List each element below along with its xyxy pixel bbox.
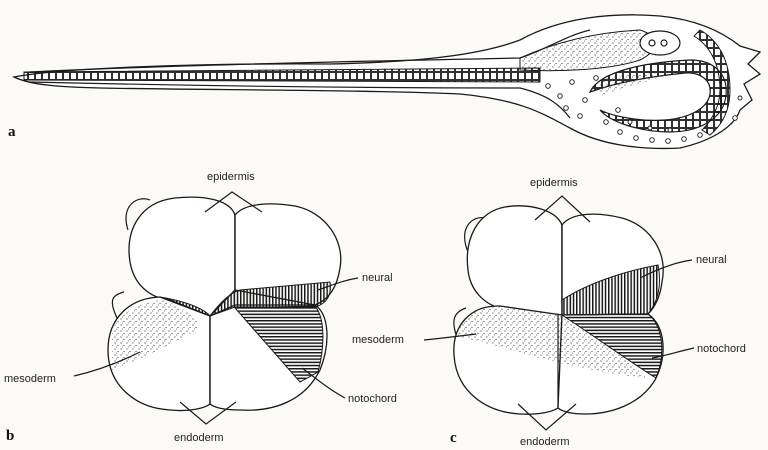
label-b-mesoderm: mesoderm <box>4 373 56 385</box>
embryo-b-cell-upper-left <box>129 197 235 316</box>
embryo-c <box>424 196 694 430</box>
label-c-mesoderm: mesoderm <box>352 334 404 346</box>
label-c-endoderm: endoderm <box>520 436 570 448</box>
label-c-notochord: notochord <box>697 343 746 355</box>
label-b-epidermis: epidermis <box>207 171 255 183</box>
panel-b-letter: b <box>6 428 14 444</box>
label-b-notochord: notochord <box>348 393 397 405</box>
label-b-endoderm: endoderm <box>174 432 224 444</box>
panel-a-letter: a <box>8 124 16 140</box>
label-c-neural: neural <box>696 254 727 266</box>
label-b-neural: neural <box>362 272 393 284</box>
label-c-epidermis: epidermis <box>530 177 578 189</box>
larva-drawing <box>14 15 760 149</box>
embryo-c-cell-upper-left <box>467 206 562 315</box>
larva-sensory-vesicle <box>640 31 680 55</box>
panel-c-letter: c <box>450 430 457 446</box>
embryo-b <box>74 192 358 424</box>
